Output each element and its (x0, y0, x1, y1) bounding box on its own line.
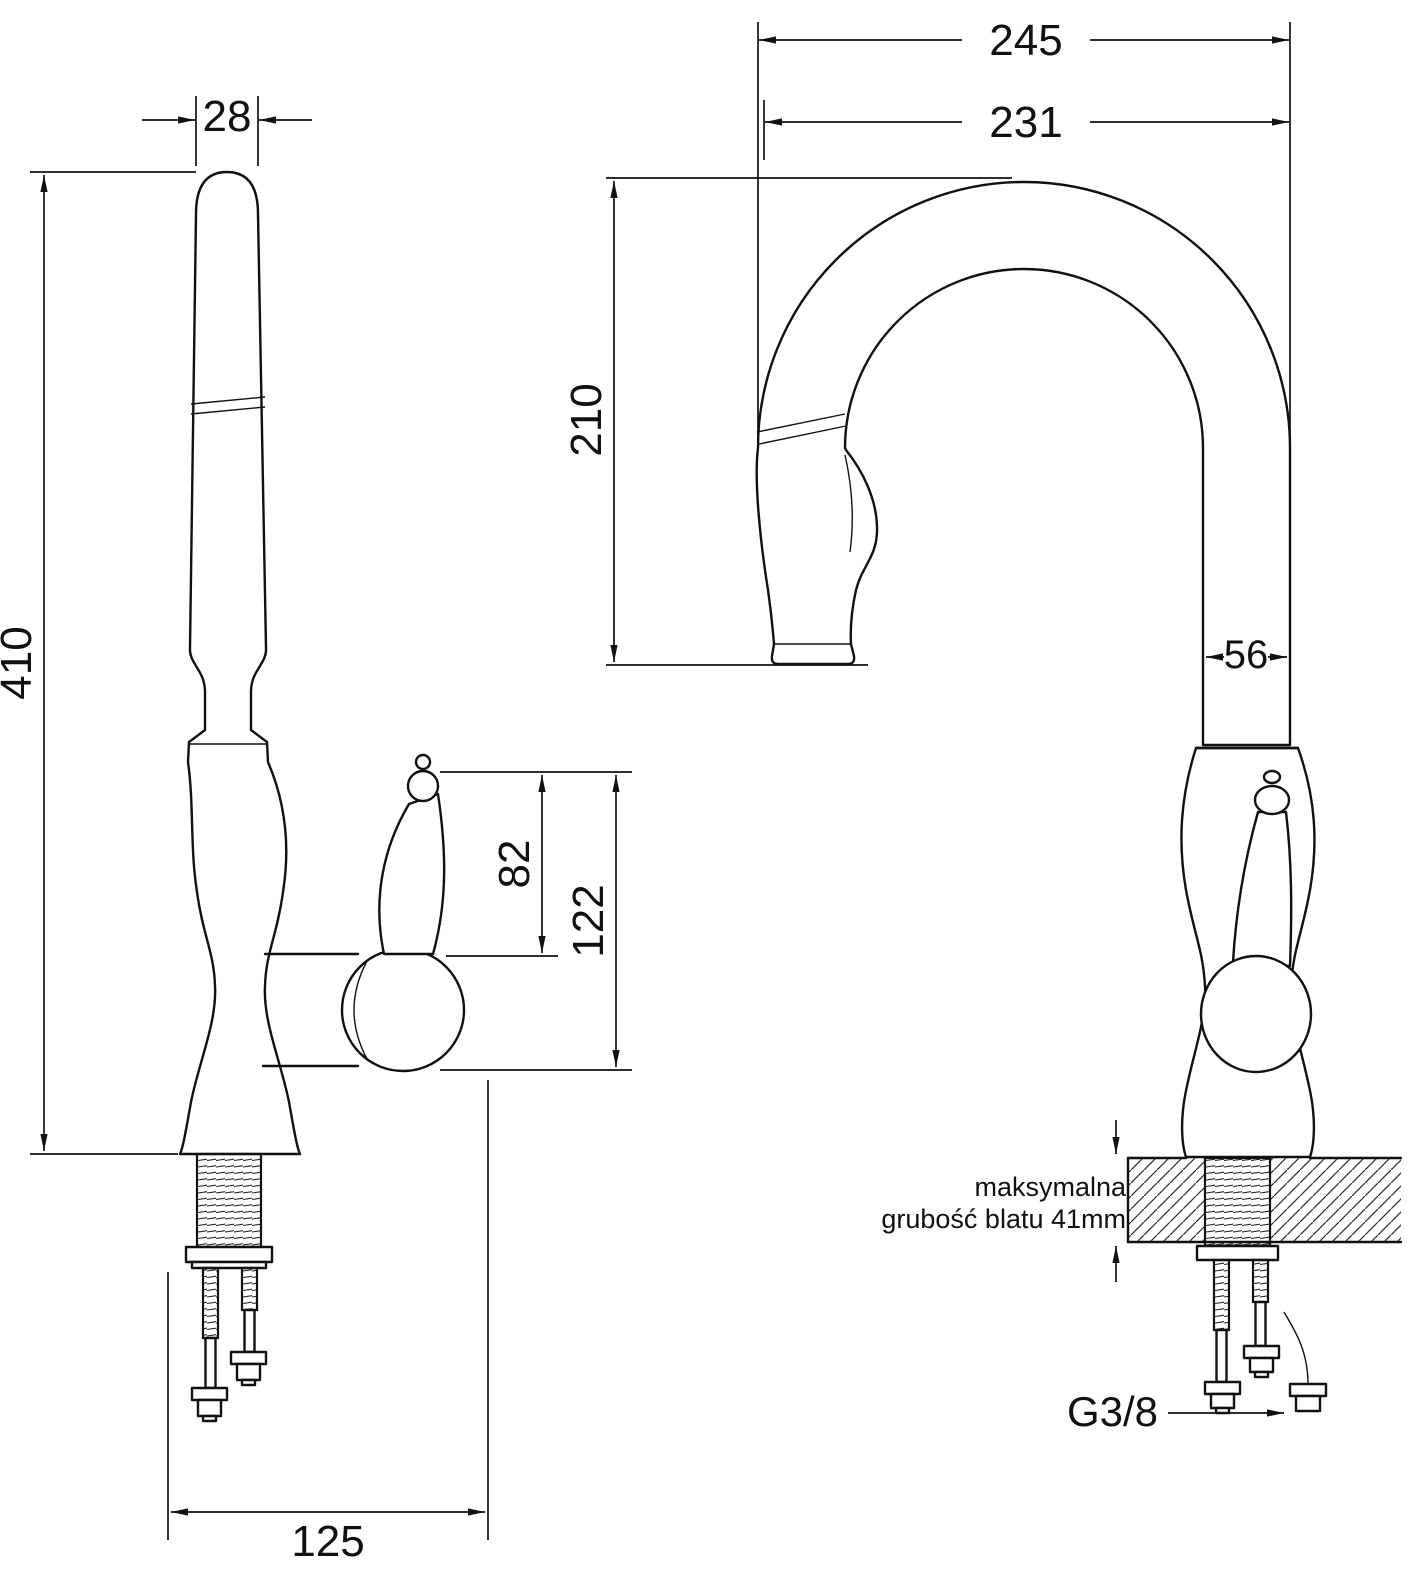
hose-nut (235, 1362, 262, 1382)
countertop-hatch-left (1128, 1158, 1205, 1242)
hose-nut (190, 1386, 229, 1402)
hose-nut-tip (201, 1414, 218, 1423)
spout-seam-line (190, 406, 266, 415)
dim-label-210: 210 (562, 383, 611, 456)
left-view-faucet (178, 170, 466, 1423)
hose-nut (1209, 1392, 1236, 1410)
dimension-231: 231 (763, 98, 1289, 160)
spray-head-seam (756, 413, 846, 433)
dimension-82-122: 82 122 (440, 771, 632, 1071)
mounting-plate (184, 1245, 274, 1264)
spout-seam-line (190, 396, 266, 405)
dim-label-28: 28 (203, 92, 252, 141)
g38-connection-nut (1288, 1382, 1328, 1398)
mounting-stud (201, 1266, 220, 1340)
hose-nut (1203, 1380, 1242, 1396)
ball-joint-seam (353, 960, 368, 1060)
dimension-125: 125 (167, 1080, 489, 1566)
hose-nut (196, 1398, 223, 1418)
handle-knob-finial (414, 753, 432, 771)
g38-connection-nut (1294, 1394, 1322, 1413)
dimension-28: 28 (142, 92, 312, 166)
dim-label-410: 410 (0, 626, 41, 699)
connection-hose-curve (1283, 1311, 1309, 1385)
hose-nut (1242, 1344, 1281, 1360)
mounting-stud (240, 1266, 259, 1312)
handle-lever-blade-front (1231, 810, 1293, 968)
right-view-faucet (755, 180, 1316, 1159)
supply-hose (204, 1336, 217, 1390)
gooseneck-spout-outline (755, 180, 1292, 747)
hose-nut-tip (240, 1378, 257, 1387)
handle-knob-finial-front (1262, 769, 1282, 785)
thread-size-annotation: G3/8 (1067, 1388, 1284, 1435)
dim-label-56: 56 (1224, 633, 1269, 677)
threaded-shank (195, 1152, 263, 1249)
supply-hose (1215, 1328, 1228, 1384)
handle-knob-front (1253, 784, 1291, 816)
hose-nut (1248, 1356, 1275, 1374)
dimensions: 28 410 82 122 125 (0, 16, 1291, 1566)
threaded-shank-through-counter (1203, 1156, 1272, 1248)
dimension-210: 210 (562, 177, 1012, 666)
countertop-thickness-annotation: maksymalna grubość blatu 41mm (881, 1120, 1127, 1282)
handle-knob (406, 769, 440, 803)
countertop-hatch-right (1270, 1158, 1401, 1242)
countertop-section (1126, 1156, 1403, 1415)
hose-nut-tip (1253, 1370, 1270, 1379)
dimension-245: 245 (757, 16, 1291, 440)
handle-escutcheon-oval (1199, 954, 1313, 1074)
dimension-410: 410 (0, 171, 196, 1155)
mounting-stud (1212, 1258, 1231, 1332)
mounting-stud (1251, 1258, 1270, 1304)
dim-label-231: 231 (989, 98, 1062, 147)
dimension-56: 56 (1206, 633, 1287, 677)
mounting-washer (190, 1260, 268, 1270)
dim-label-82: 82 (490, 840, 539, 889)
dim-label-122: 122 (564, 884, 613, 957)
dim-label-245: 245 (989, 16, 1062, 65)
mounting-washer (1195, 1244, 1280, 1262)
dim-label-125: 125 (291, 1517, 364, 1566)
countertop-note-line2: grubość blatu 41mm (881, 1204, 1126, 1234)
thread-size-label: G3/8 (1067, 1388, 1158, 1435)
handle-lever-blade (378, 792, 446, 956)
hose-nut (229, 1350, 268, 1366)
spray-head-seam (758, 425, 847, 445)
spout-body-outline (178, 170, 302, 1156)
supply-hose (1254, 1300, 1267, 1348)
spray-head-grip-line (844, 454, 853, 553)
ball-joint (340, 947, 466, 1073)
supply-hose (243, 1308, 256, 1354)
countertop-note-line1: maksymalna (974, 1172, 1127, 1202)
